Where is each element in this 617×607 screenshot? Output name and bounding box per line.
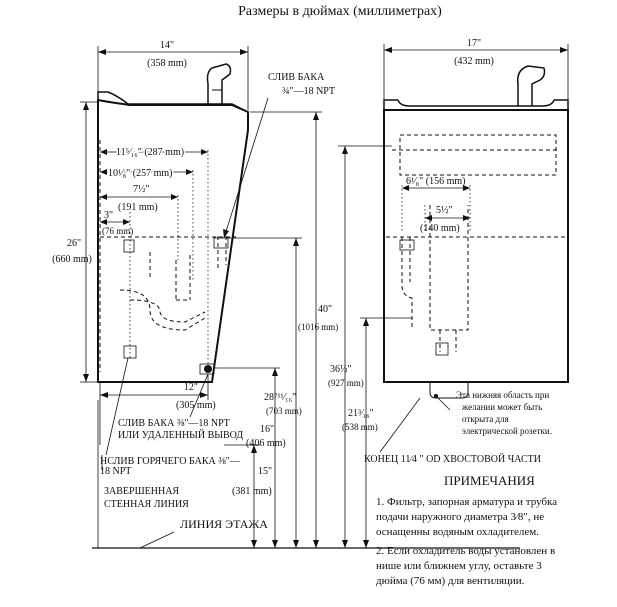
dim-28-mm-label: (703 mm)	[266, 406, 302, 416]
dim-6-label: 6¹⁄₈" (156 mm)	[406, 176, 465, 187]
notes-heading: ПРИМЕЧАНИЯ	[444, 473, 535, 488]
hot-drain-callout: НСЛИВ ГОРЯЧЕГО БАКА ⅜"— 18 NPT	[100, 357, 241, 477]
notes-block: ПРИМЕЧАНИЯ 1. Фильтр, запорная арматура …	[376, 473, 557, 587]
dim-3-label: 3"	[104, 210, 113, 221]
dim-28-label: 28⁷¹¹⁄₁₆"	[264, 392, 296, 403]
dim-horizontal-side: 11⁵⁄₁₆" (287 mm) 10¹⁄₈" (257 mm) 7½" (19…	[100, 146, 208, 236]
dim-7-label: 7½"	[133, 184, 150, 195]
dim-40-mm-label: (1016 mm)	[298, 322, 338, 332]
dim-width-14: 14" (358 mm)	[97, 40, 249, 110]
side-view	[97, 63, 249, 383]
finished-wall-label-2: СТЕННАЯ ЛИНИЯ	[104, 499, 189, 510]
dim-3-mm-label: (76 mm)	[102, 226, 133, 236]
dim-36-label: 36½"	[330, 364, 352, 375]
hot-drain-npt: 18 NPT	[100, 466, 131, 477]
note-1-line3: оснащенны водяным охладителем.	[376, 526, 539, 538]
dim-17-label: 17"	[467, 38, 481, 49]
dim-12-mm-label: (305 mm)	[176, 400, 216, 411]
dim-26-label: 26"	[67, 238, 81, 249]
dim-21-label: 21³⁄₁₆"	[348, 408, 374, 419]
dim-40-label: 40"	[318, 304, 332, 315]
floor-label: ЛИНИЯ ЭТАЖА	[180, 517, 268, 531]
tank-drain-label: СЛИВ БАКА	[268, 72, 325, 83]
hot-drain-label: НСЛИВ ГОРЯЧЕГО БАКА ⅜"—	[100, 456, 241, 467]
dim-5-mm-label: (140 mm)	[420, 223, 460, 234]
dim-height-36: 36½" (927 mm)	[328, 145, 392, 548]
dim-15-mm-label: (381 mm)	[232, 486, 272, 497]
note-2-line3: дюйма (76 мм) для вентиляции.	[376, 575, 525, 587]
finished-wall-label: ЗАВЕРШЕННАЯ	[104, 486, 179, 497]
dim-width-12: 12" (305 mm)	[99, 374, 216, 445]
note-1-line2: подачи наружного диаметра 3⁄8", не	[376, 511, 544, 523]
remote-drain-label: СЛИВ БАКА ⅜"—18 NPT	[118, 418, 230, 429]
dim-15-label: 15"	[258, 466, 272, 477]
dim-height-16: 16" (406 mm)	[214, 367, 286, 548]
tube-end-callout: КОНЕЦ 11⁄4 " OD ХВОСТОВОЙ ЧАСТИ	[364, 397, 541, 465]
dim-14-label: 14"	[160, 40, 174, 51]
finished-wall-callout: ЗАВЕРШЕННАЯ СТЕННАЯ ЛИНИЯ	[97, 400, 189, 548]
tube-end-label: КОНЕЦ 11⁄4 " OD ХВОСТОВОЙ ЧАСТИ	[364, 453, 541, 465]
dim-12-label: 12"	[184, 382, 198, 393]
lower-area-line1: Эта нижняя область при	[456, 390, 549, 400]
page-title: Размеры в дюймах (миллиметрах)	[238, 4, 442, 19]
remote-drain-callout: СЛИВ БАКА ⅜"—18 NPT ИЛИ УДАЛЕННЫЙ ВЫВОД	[118, 373, 243, 441]
dim-11-label: 11⁵⁄₁₆" (287 mm)	[116, 147, 184, 158]
dim-height-15: 15" (381 mm)	[224, 444, 272, 548]
dim-36-mm-label: (927 mm)	[328, 378, 364, 388]
dim-10-label: 10¹⁄₈" (257 mm)	[108, 168, 172, 179]
dim-16-label: 16"	[260, 424, 274, 435]
dim-17-mm-label: (432 mm)	[454, 56, 494, 67]
note-1-line1: 1. Фильтр, запорная арматура и трубка	[376, 496, 557, 508]
lower-area-line3: открыта для	[462, 414, 509, 424]
dim-height-26: 26" (660 mm)	[52, 101, 98, 383]
note-2-line1: 2. Если охладитель воды установлен в	[376, 545, 555, 557]
remote-drain-line2: ИЛИ УДАЛЕННЫЙ ВЫВОД	[118, 429, 243, 441]
tank-drain-callout: СЛИВ БАКА ¾"—18 NPT	[223, 72, 335, 239]
lower-area-note: Эта нижняя область при желании может быт…	[434, 390, 552, 436]
dim-width-17: 17" (432 mm)	[383, 38, 569, 100]
dim-5-label: 5½"	[436, 205, 453, 216]
dim-horizontal-front: 6¹⁄₈" (156 mm) 5½" (140 mm)	[402, 176, 470, 234]
note-2-line2: нише или ближнем углу, оставьте 3	[376, 560, 542, 572]
lower-area-line4: электрической розетки.	[462, 426, 552, 436]
dim-7-mm-label: (191 mm)	[118, 202, 158, 213]
lower-area-line2: желании может быть	[461, 402, 542, 412]
dim-16-mm-label: (406 mm)	[246, 438, 286, 449]
tank-drain-npt-label: ¾"—18 NPT	[282, 86, 335, 97]
dim-height-21: 21³⁄₁₆" (538 mm)	[342, 317, 412, 548]
floor-line: ЛИНИЯ ЭТАЖА	[92, 517, 520, 549]
dim-height-28: 28⁷¹¹⁄₁₆" (703 mm)	[226, 237, 302, 548]
dim-26-mm-label: (660 mm)	[52, 254, 92, 265]
dim-21-mm-label: (538 mm)	[342, 422, 378, 432]
dim-height-40: 40" (1016 mm)	[250, 111, 338, 548]
front-view	[383, 65, 569, 399]
dim-14-mm-label: (358 mm)	[147, 58, 187, 69]
